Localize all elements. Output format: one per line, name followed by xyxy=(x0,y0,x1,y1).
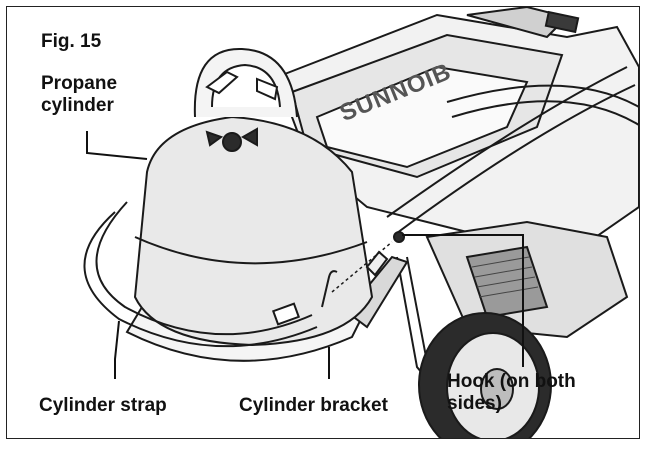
generator-illustration xyxy=(83,7,639,438)
cylinder-strap-shape xyxy=(83,201,338,348)
wheel xyxy=(418,312,552,438)
figure-number: Fig. 15 xyxy=(41,31,102,52)
hook-label: Hook (on both sides) xyxy=(447,371,576,414)
cylinder-bracket-label: Cylinder bracket xyxy=(239,395,388,416)
engine-block xyxy=(425,220,629,339)
leader-lines xyxy=(86,131,524,379)
figure-frame: SUNNOIB Fig. 15 Propane cylinder Cylinde… xyxy=(6,6,640,439)
cylinder-strap-label: Cylinder strap xyxy=(39,395,167,416)
propane-cylinder-shape xyxy=(133,47,374,347)
propane-cylinder-label: Propane cylinder xyxy=(41,73,118,116)
hook-dashed-line xyxy=(331,241,393,293)
hook-leader xyxy=(402,234,524,367)
generator-body xyxy=(275,7,639,259)
strap-leader xyxy=(114,320,120,379)
propane-leader xyxy=(86,131,148,160)
